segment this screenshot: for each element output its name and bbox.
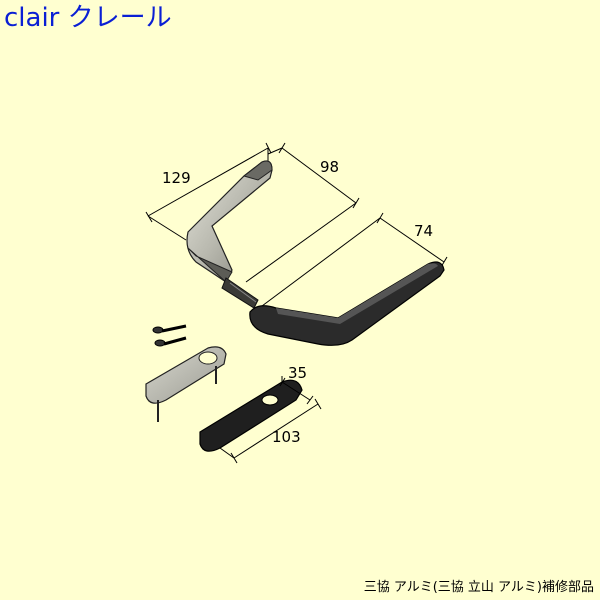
silver-handle [186, 160, 273, 283]
black-lever [249, 261, 445, 346]
dimension-label-74: 74 [414, 222, 433, 240]
dimension-74 [261, 212, 448, 307]
dimension-label-103: 103 [272, 428, 301, 446]
silver-backplate [145, 346, 227, 422]
footer-caption: 三協 アルミ(三協 立山 アルミ)補修部品 [363, 580, 594, 595]
screws [152, 324, 187, 347]
dimension-98 [245, 142, 360, 283]
dimension-129 [145, 142, 272, 241]
screw-icon [152, 324, 187, 334]
dimension-103 [219, 398, 322, 464]
dimension-label-35: 35 [288, 364, 307, 382]
dimension-label-98: 98 [320, 158, 339, 176]
spindle [221, 277, 259, 309]
dimension-label-129: 129 [162, 169, 191, 187]
screw-icon [154, 336, 187, 347]
brand-title: clair クレール [4, 3, 172, 33]
black-backplate [199, 379, 303, 452]
dimension-35 [279, 376, 314, 405]
